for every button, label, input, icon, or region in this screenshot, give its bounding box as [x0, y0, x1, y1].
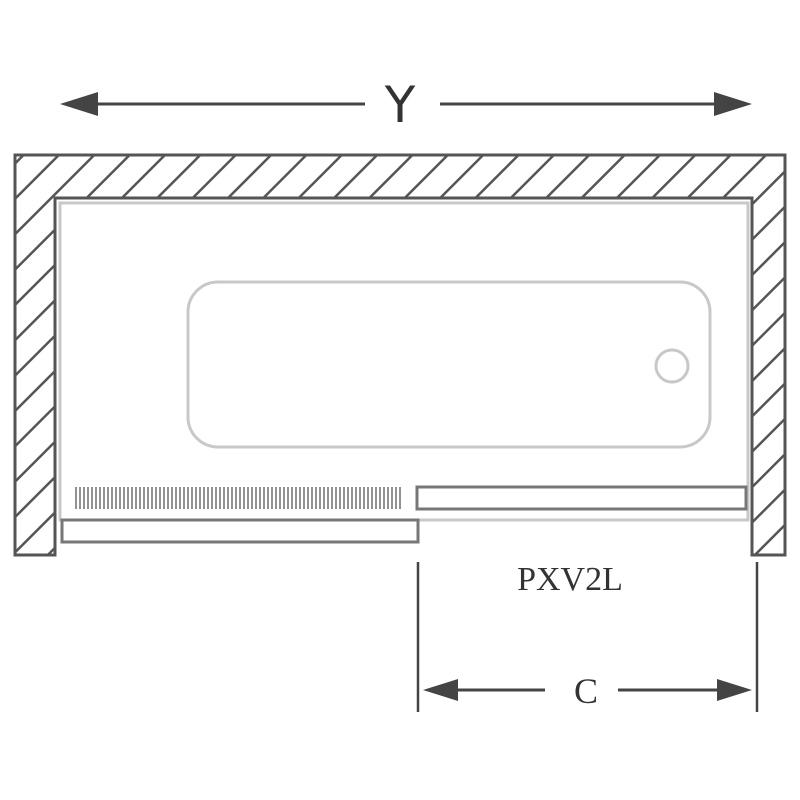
opening-width-label: C: [574, 671, 598, 711]
arrow-icon: [714, 92, 752, 116]
bathtub-outline: [58, 201, 750, 522]
folded-panels: [75, 487, 401, 509]
bathtub-inner-basin: [186, 280, 712, 449]
overall-width-label: Y: [384, 76, 416, 134]
drain-icon: [654, 348, 690, 384]
wall-niche: [13, 153, 787, 557]
sliding-panel: [415, 485, 748, 511]
fixed-panel: [60, 518, 420, 544]
overall-width-dimension: Y: [60, 76, 752, 134]
opening-width-dimension: C: [416, 562, 759, 712]
arrow-icon: [423, 679, 458, 701]
arrow-icon: [717, 679, 752, 701]
model-label: PXV2L: [517, 561, 623, 598]
arrow-icon: [60, 92, 98, 116]
